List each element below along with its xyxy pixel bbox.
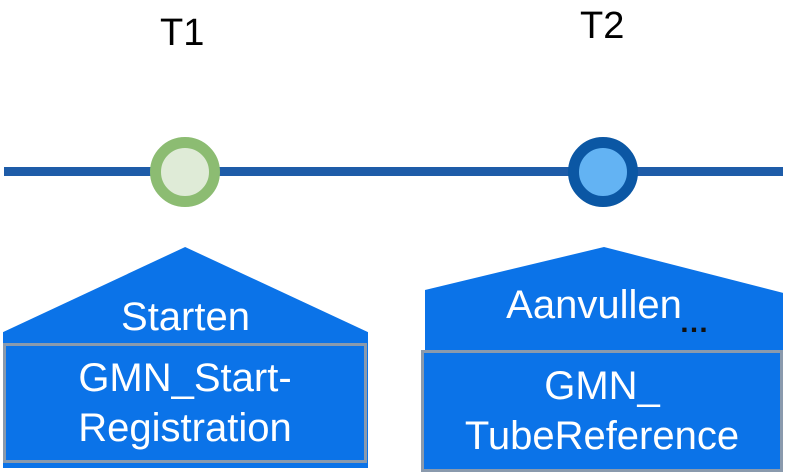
timeline-label-t1: T1: [160, 12, 205, 54]
callout-box-gmn-start-registration: GMN_Start- Registration: [3, 343, 367, 463]
callout-box-line: GMN_: [544, 364, 660, 408]
callout-box-line: GMN_Start-: [78, 356, 292, 400]
timeline-label-t2: T2: [580, 5, 625, 47]
callout-title-starten: Starten: [121, 295, 250, 339]
timeline-marker-t2: [568, 137, 638, 207]
callout-title-aanvullen: Aanvullen: [506, 283, 682, 327]
ellipsis-truncation-indicator: …: [679, 306, 710, 339]
callout-box-gmn-tubereference: GMN_ TubeReference: [421, 350, 783, 472]
callout-box-line: Registration: [78, 406, 292, 450]
timeline-axis: [4, 167, 783, 176]
callout-box-line: TubeReference: [464, 414, 740, 458]
timeline-marker-t1: [150, 137, 220, 207]
